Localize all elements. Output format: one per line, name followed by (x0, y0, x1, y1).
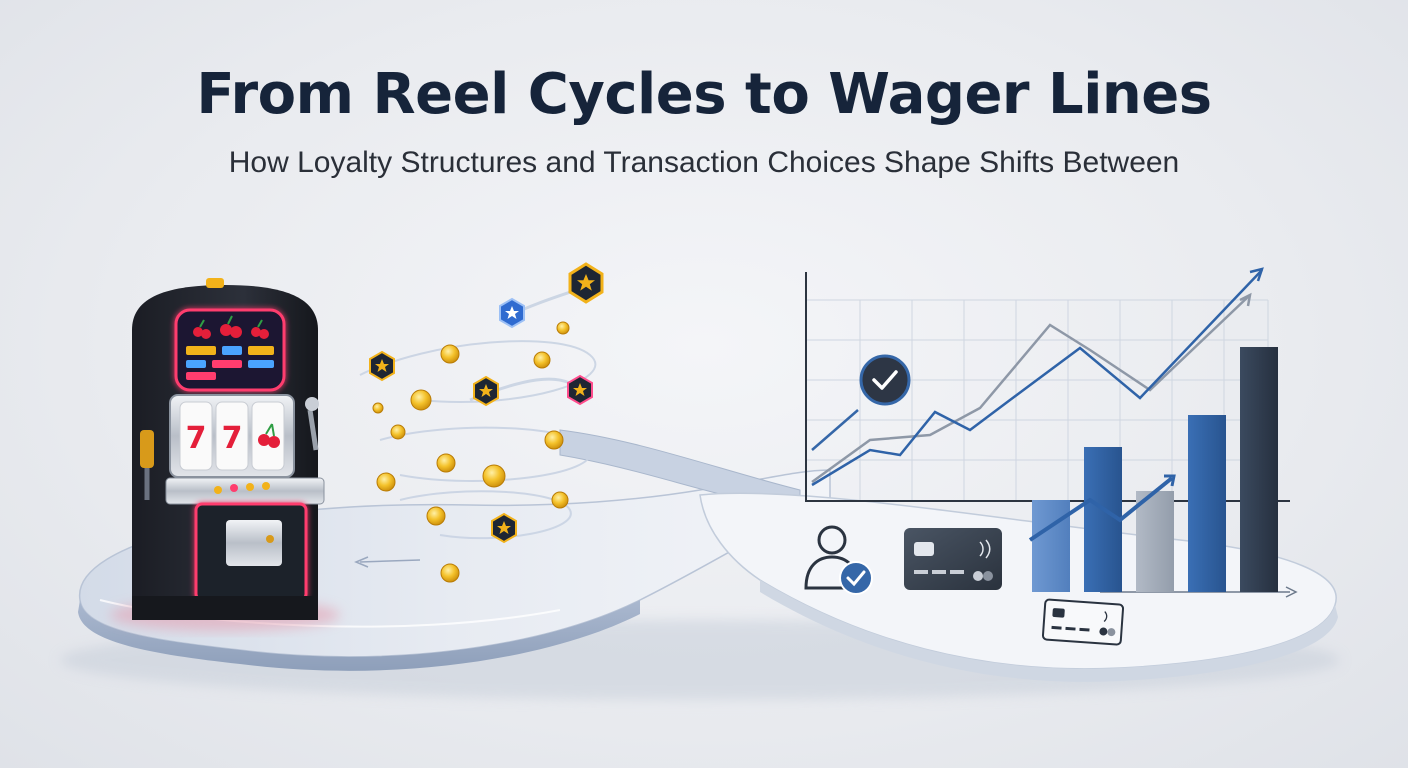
max-bet-button[interactable] (246, 483, 254, 491)
coin-icon (390, 424, 406, 440)
coin-icon (551, 491, 569, 509)
coin-icon (440, 563, 460, 583)
user-verified-icon (804, 525, 873, 595)
coin-icon (410, 389, 432, 411)
chart-line-gray (811, 294, 1251, 484)
checkmark-icon (859, 354, 911, 406)
star-badge-icon (369, 262, 604, 544)
coin-icon (556, 321, 570, 335)
coin-icon (440, 344, 460, 364)
coin-icon (426, 506, 446, 526)
reel-symbol-2: 7 (222, 421, 243, 456)
coin-group (372, 321, 570, 583)
chart-bar-4 (1188, 415, 1226, 592)
chart-bar-5 (1240, 347, 1278, 592)
coin-icon (372, 402, 384, 414)
coin-icon (436, 453, 456, 473)
credit-card-outline-icon (1041, 598, 1125, 646)
chart-bar-3 (1136, 491, 1174, 592)
chart-bar-1 (1032, 500, 1070, 592)
coin-icon (482, 464, 506, 488)
page-title: From Reel Cycles to Wager Lines (196, 62, 1212, 127)
spin-button[interactable] (214, 486, 222, 494)
page-subtitle: How Loyalty Structures and Transaction C… (228, 146, 1180, 179)
cherry-icon (193, 315, 269, 339)
reel-symbol-1: 7 (186, 421, 207, 456)
coin-icon (544, 430, 564, 450)
coin-icon (533, 351, 551, 369)
chart-line-blue (811, 269, 1263, 487)
reel-cherry-icon (258, 423, 280, 448)
cash-out-button[interactable] (262, 482, 270, 490)
credit-card-icon (904, 528, 1002, 590)
lever[interactable] (140, 397, 319, 500)
coin-icon (376, 472, 396, 492)
bet-button[interactable] (230, 484, 238, 492)
slot-machine-icon: 7 7 (110, 278, 340, 631)
growth-chart (805, 267, 1290, 592)
